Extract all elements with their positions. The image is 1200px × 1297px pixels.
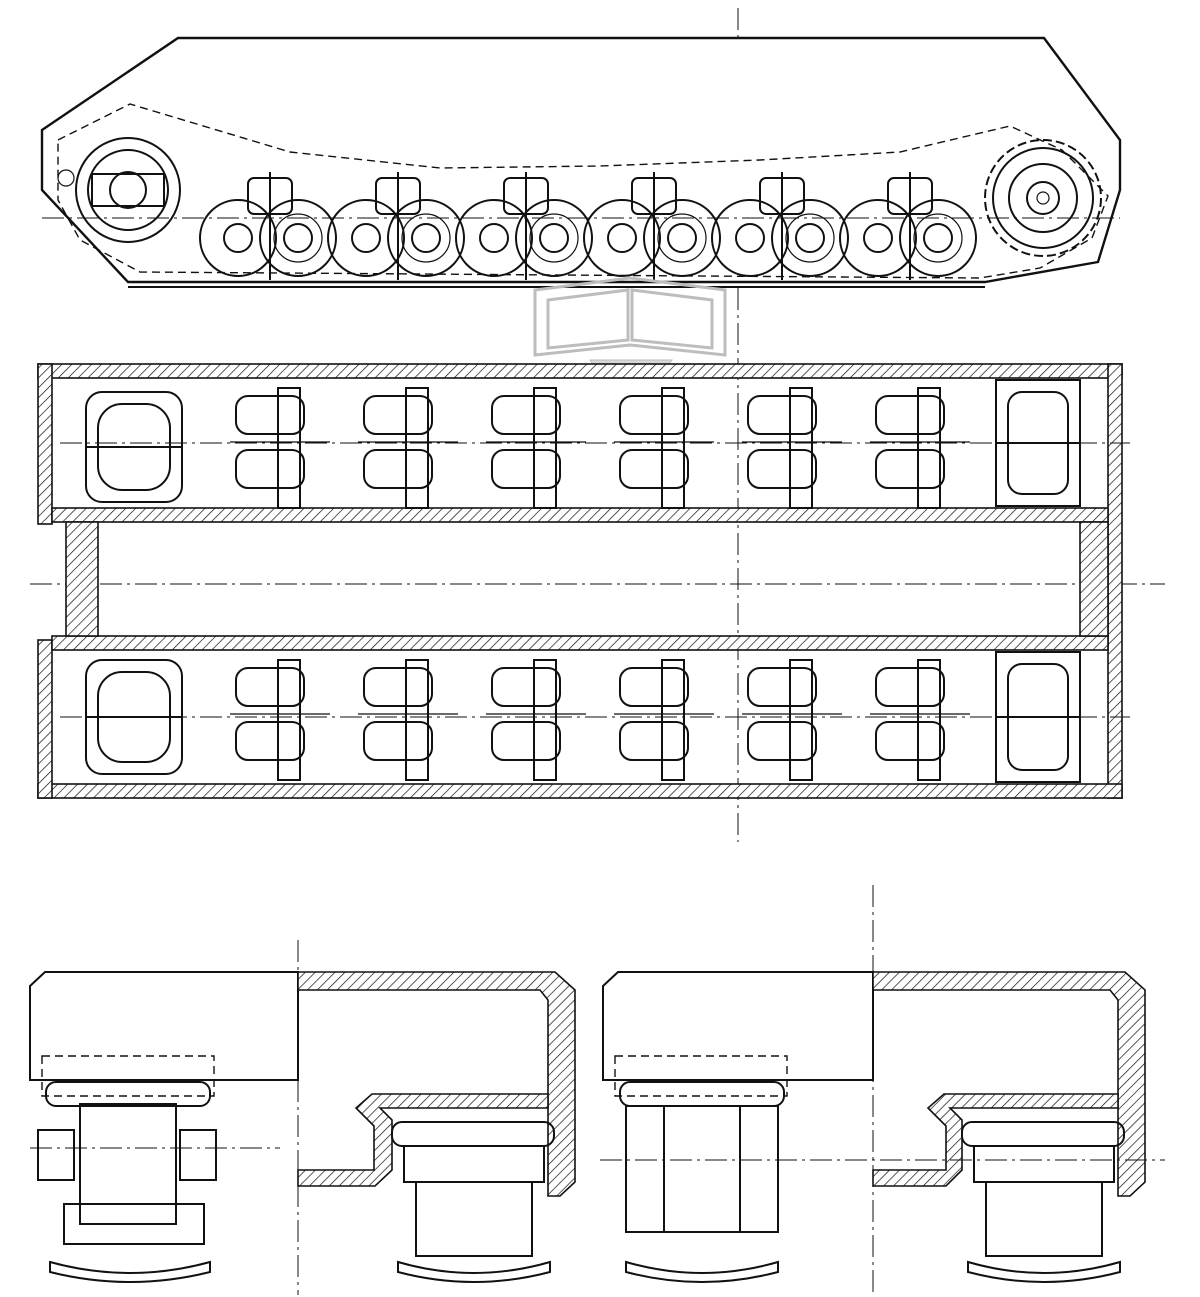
track-assembly-left-b — [391, 1121, 555, 1283]
center-lines — [30, 8, 1165, 1295]
hull-armor-right — [872, 971, 1146, 1197]
road-wheel-pair — [583, 172, 721, 280]
hull-wall-bottom — [37, 783, 1123, 799]
track-assembly-left-a — [37, 1081, 217, 1283]
front-section-right-view — [600, 971, 1165, 1283]
idler-plan-upper — [85, 391, 183, 503]
side-elevation-view — [40, 36, 1122, 288]
open-book-icon — [533, 276, 727, 379]
hull-armor-left — [297, 971, 576, 1197]
suspension-unit — [230, 387, 330, 509]
sponson-floor-lower — [51, 635, 1109, 651]
suspension-unit — [486, 387, 586, 509]
idler-wheel — [57, 137, 181, 243]
track-assembly-right-b — [961, 1121, 1125, 1283]
hull-wall-top — [37, 363, 1123, 379]
suspension-unit — [614, 387, 714, 509]
suspension-unit — [358, 659, 458, 781]
fender-outline-left — [41, 1055, 215, 1097]
front-section-left-view — [29, 971, 576, 1283]
hull-rear-plate — [1079, 521, 1109, 637]
hull-wall-left-lower — [37, 639, 53, 799]
suspension-unit — [230, 659, 330, 781]
hull-outline — [40, 36, 1122, 284]
road-wheel-pair — [199, 172, 337, 280]
plan-section-view — [37, 363, 1130, 799]
hull-wall-left-upper — [37, 363, 53, 525]
suspension-unit — [870, 387, 970, 509]
road-wheel-pair — [327, 172, 465, 280]
suspension-unit — [742, 659, 842, 781]
road-wheel-pair — [711, 172, 849, 280]
fender-outline-right — [614, 1055, 788, 1097]
road-wheel-pair — [839, 172, 977, 280]
suspension-unit — [614, 659, 714, 781]
suspension-unit — [486, 659, 586, 781]
suspension-unit — [742, 387, 842, 509]
hull-wall-right — [1107, 363, 1123, 799]
suspension-unit — [358, 387, 458, 509]
hull-front-plate — [65, 521, 99, 637]
sponson-floor-upper — [51, 507, 1109, 523]
hull-outline-left — [29, 971, 299, 1081]
suspension-unit — [870, 659, 970, 781]
hull-outline-right — [602, 971, 874, 1081]
road-wheel-pair — [455, 172, 593, 280]
track-assembly-right-a — [619, 1081, 785, 1283]
drive-sprocket — [984, 139, 1102, 257]
track-path — [57, 103, 1109, 279]
